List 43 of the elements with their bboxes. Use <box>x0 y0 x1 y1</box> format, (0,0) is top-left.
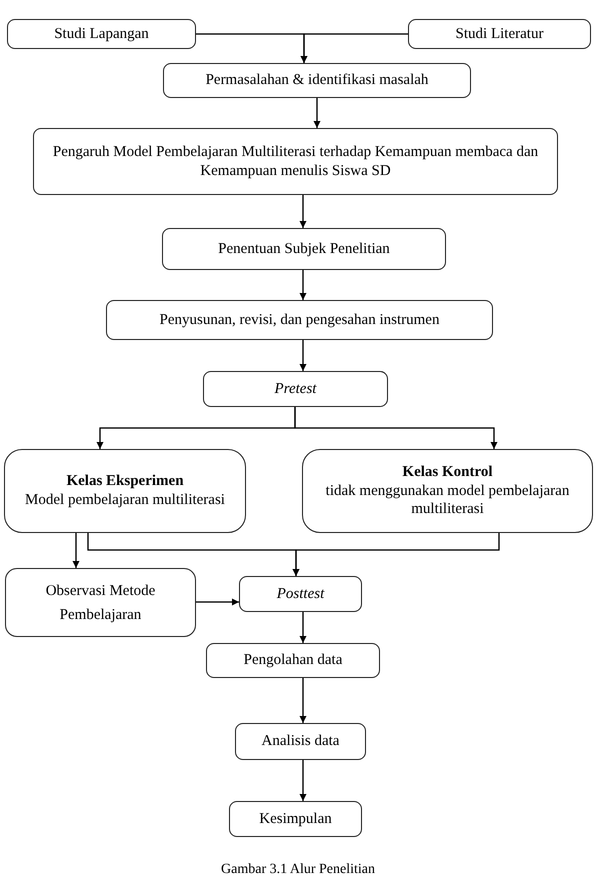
box-text: Pretest <box>274 380 316 398</box>
box-text: Model pembelajaran multiliterasi <box>25 491 225 510</box>
box-text: Pengolahan data <box>244 651 342 670</box>
process-box <box>239 576 362 612</box>
process-box <box>408 19 591 49</box>
process-box <box>163 63 471 98</box>
box-text: Analisis data <box>262 732 340 751</box>
process-box <box>4 449 246 533</box>
box-text: Observasi Metode Pembelajaran <box>44 582 156 624</box>
box-text: Studi Lapangan <box>54 24 149 44</box>
process-box <box>162 228 446 270</box>
process-box <box>106 300 493 340</box>
box-text: Pengaruh Model Pembelajaran Multiliterasi terhadap Kemampuan membaca dan Kemampuan menulis Siswa SD <box>52 142 540 180</box>
box-text: Kesimpulan <box>259 810 332 828</box>
process-box <box>302 449 593 533</box>
arrow <box>300 33 408 63</box>
arrow <box>300 760 306 801</box>
process-box <box>7 19 196 49</box>
arrow <box>300 195 306 228</box>
process-box <box>33 128 558 195</box>
arrow <box>294 407 498 449</box>
box-heading: Kelas Kontrol <box>402 462 493 482</box>
box-text: Penyusunan, revisi, dan pengesahan instrumen <box>160 310 440 330</box>
process-box <box>203 371 388 407</box>
arrow <box>300 340 306 371</box>
box-heading: Kelas Eksperimen <box>66 472 184 491</box>
arrow <box>300 678 306 723</box>
box-text: Posttest <box>276 584 324 604</box>
process-box <box>235 723 366 760</box>
arrow <box>196 598 239 606</box>
arrow <box>292 533 500 576</box>
arrow <box>300 270 306 300</box>
process-box <box>229 801 362 837</box>
box-text: Studi Literatur <box>456 24 544 44</box>
box-text: Permasalahan & identifikasi masalah <box>206 71 428 90</box>
box-text: Penentuan Subjek Penelitian <box>218 240 390 258</box>
arrow <box>300 612 306 643</box>
arrow <box>314 98 320 128</box>
figure-caption: Gambar 3.1 Alur Penelitian <box>220 862 376 878</box>
process-box <box>206 643 380 678</box>
box-text: tidak menggunakan model pembelajaran multiliterasi <box>324 482 570 520</box>
arrow <box>72 533 80 568</box>
process-box <box>5 568 196 637</box>
